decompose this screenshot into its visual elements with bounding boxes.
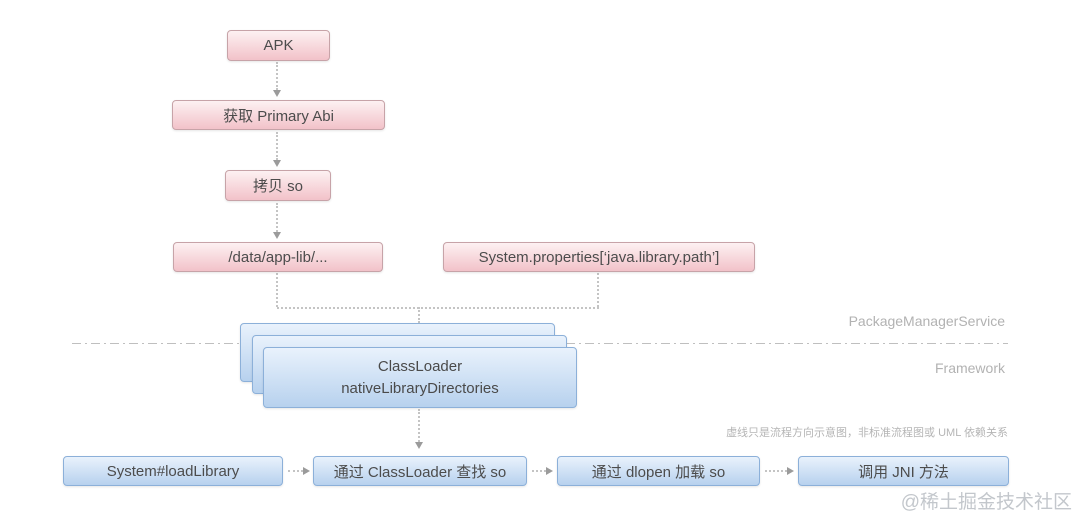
connector-classloader-down <box>418 409 420 442</box>
arrow-right-icon <box>303 467 310 475</box>
connector-copy-to-path <box>276 203 278 232</box>
classloader-card-front: ClassLoader nativeLibraryDirectories <box>263 347 577 408</box>
arrow-down-icon <box>273 90 281 97</box>
arrow-down-icon <box>273 160 281 167</box>
connector-join-horizontal <box>277 307 599 309</box>
connector-appdir-down <box>276 273 278 307</box>
node-apk: APK <box>227 30 330 61</box>
connector-join-stub <box>418 307 420 323</box>
node-dlopen-load-so: 通过 dlopen 加载 so <box>557 456 760 486</box>
connector-sysprops-down <box>597 273 599 307</box>
arrow-right-icon <box>546 467 553 475</box>
watermark-juejin: @稀土掘金技术社区 <box>900 492 1072 513</box>
connector-load-to-find <box>288 470 303 472</box>
zone-label-framework: Framework <box>934 360 1005 376</box>
node-system-properties: System.properties[‘java.library.path’] <box>443 242 755 272</box>
classloader-title: ClassLoader <box>377 357 463 375</box>
node-copy-so: 拷贝 so <box>225 170 331 201</box>
arrow-down-icon <box>415 442 423 449</box>
zone-label-packagemanagerservice: PackageManagerService <box>848 313 1005 329</box>
classloader-subtitle: nativeLibraryDirectories <box>341 379 499 397</box>
connector-find-to-dlopen <box>532 470 546 472</box>
node-data-app-lib: /data/app-lib/... <box>173 242 383 272</box>
arrow-down-icon <box>273 232 281 239</box>
node-system-loadlibrary: System#loadLibrary <box>63 456 283 486</box>
connector-abi-to-copy <box>276 132 278 160</box>
node-call-jni: 调用 JNI 方法 <box>798 456 1009 486</box>
connector-apk-to-abi <box>276 62 278 90</box>
connector-dlopen-to-jni <box>765 470 787 472</box>
node-find-so-classloader: 通过 ClassLoader 查找 so <box>313 456 527 486</box>
arrow-right-icon <box>787 467 794 475</box>
note-text: 虚线只是流程方向示意图，非标准流程图或 UML 依赖关系 <box>726 427 1008 439</box>
node-get-primary-abi: 获取 Primary Abi <box>172 100 385 130</box>
